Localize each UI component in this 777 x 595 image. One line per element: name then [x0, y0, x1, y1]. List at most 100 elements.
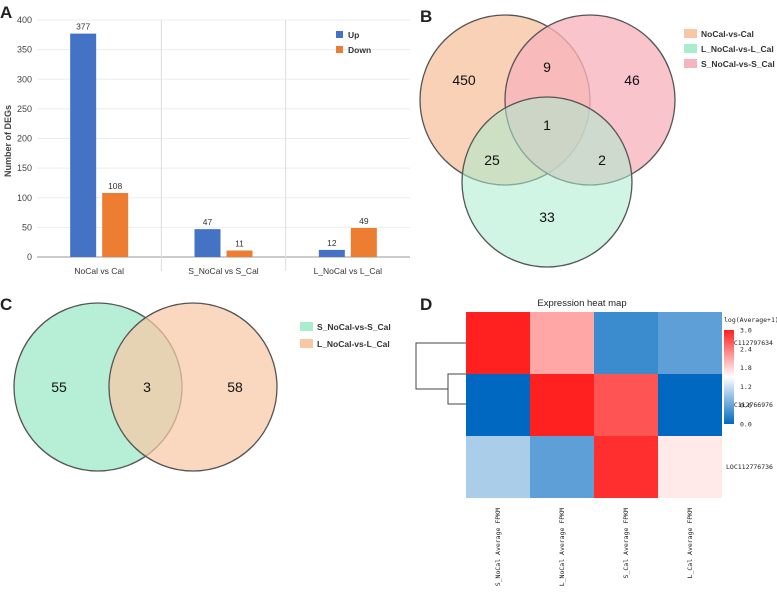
y-tick-label: 400: [17, 15, 32, 25]
column-label: S_Cal Average FPKM: [622, 508, 630, 579]
legend-swatch-up: [336, 31, 343, 38]
dendrogram-branch-outer: [415, 342, 466, 390]
colorbar-tick-label: 1.2: [740, 383, 752, 391]
colorbar-ticks: 3.0 2.4 1.8 1.2 0.6 0.0: [740, 327, 752, 429]
panel-label-c: C: [0, 295, 12, 314]
colorbar-tick-label: 1.8: [740, 364, 752, 372]
legend-label-s: S_NoCal-vs-S_Cal: [701, 59, 775, 69]
colorbar-tick-label: 2.4: [740, 345, 752, 353]
heatmap-cell: [466, 436, 530, 498]
row-label: LOC112776736: [726, 463, 773, 471]
region-count-s-only: 55: [51, 379, 67, 395]
data-label: 108: [108, 181, 122, 191]
heatmap-cell: [594, 436, 658, 498]
heatmap-cell: [658, 374, 722, 436]
panel-label-d: D: [420, 295, 432, 314]
legend-label-l: L_NoCal-vs-L_Cal: [317, 339, 390, 349]
data-label: 47: [203, 217, 213, 227]
y-axis-title: Number of DEGs: [3, 105, 13, 177]
column-label: L_Cal Average FPKM: [686, 508, 694, 579]
data-label: 12: [327, 238, 337, 248]
x-tick-label: S_NoCal vs S_Cal: [188, 266, 259, 276]
legend-label-s: S_NoCal-vs-S_Cal: [317, 322, 391, 332]
venn-legend: S_NoCal-vs-S_Cal L_NoCal-vs-L_Cal: [300, 322, 391, 349]
bar-down: [350, 227, 377, 257]
y-tick-label: 50: [22, 222, 32, 232]
bar-down: [102, 193, 129, 257]
region-count-l-only: 33: [539, 209, 555, 225]
heatmap-cell: [466, 312, 530, 374]
legend-swatch-nocal: [684, 29, 697, 38]
legend-label-nocal: NoCal-vs-Cal: [701, 29, 754, 39]
colorbar: [724, 330, 734, 424]
colorbar-title: log(Average+1): [724, 316, 777, 324]
column-label: S_NoCal Average FPKM: [494, 508, 502, 586]
legend: Up Down: [336, 30, 371, 55]
y-tick-label: 200: [17, 134, 32, 144]
data-label: 11: [235, 238, 244, 248]
y-tick-label: 150: [17, 163, 32, 173]
legend-label-up: Up: [348, 30, 359, 40]
region-count-nocal-only: 450: [452, 72, 476, 88]
heatmap-cell: [658, 436, 722, 498]
y-tick-label: 0: [27, 252, 32, 262]
colorbar-tick-label: 0.6: [740, 402, 752, 410]
legend-label-l: L_NoCal-vs-L_Cal: [701, 44, 774, 54]
bar-up: [318, 249, 345, 257]
bar-up: [194, 229, 221, 257]
y-tick-label: 300: [17, 74, 32, 84]
heatmap-cell: [530, 312, 594, 374]
row-label: LOC112797634: [726, 339, 773, 347]
colorbar-tick-label: 3.0: [740, 327, 752, 335]
column-label: L_NoCal Average FPKM: [558, 508, 566, 586]
colorbar-tick-label: 0.0: [740, 421, 752, 429]
x-tick-label: L_NoCal vs L_Cal: [314, 266, 383, 276]
legend-swatch-s: [300, 322, 313, 331]
legend-label-down: Down: [348, 45, 371, 55]
heatmap: Expression heat map LOC112797634LOC11276…: [415, 298, 777, 586]
region-count-nocal-s: 9: [543, 59, 551, 75]
heatmap-cell: [466, 374, 530, 436]
row-dendrogram: [415, 342, 466, 405]
heatmap-cell: [530, 436, 594, 498]
region-count-s-only: 46: [624, 72, 640, 88]
region-count-l-only: 58: [227, 379, 243, 395]
heatmap-cells: [466, 312, 722, 498]
bar-up: [70, 33, 97, 257]
legend-swatch-down: [336, 46, 343, 53]
region-count-nocal-l: 25: [484, 152, 500, 168]
column-labels: S_NoCal Average FPKM L_NoCal Average FPKM…: [494, 508, 694, 586]
venn-diagram-two-sets: 55 3 58 S_NoCal-vs-S_Cal L_NoCal-vs-L_Ca…: [13, 302, 391, 472]
x-tick-label: NoCal vs Cal: [74, 266, 124, 276]
panel-label-a: A: [0, 3, 12, 22]
venn-circle-l: [108, 302, 278, 472]
legend-swatch-l: [684, 44, 697, 53]
legend-swatch-l: [300, 339, 313, 348]
y-tick-label: 100: [17, 193, 32, 203]
venn-circle-l: [461, 96, 633, 268]
heatmap-cell: [530, 374, 594, 436]
region-count-l-s: 2: [598, 152, 606, 168]
row-label: LOC112766976: [726, 401, 773, 409]
bars: 377 108 47 11 12 49: [70, 22, 377, 257]
venn-legend: NoCal-vs-Cal L_NoCal-vs-L_Cal S_NoCal-vs…: [684, 29, 775, 69]
data-label: 377: [76, 22, 90, 32]
heatmap-cell: [594, 312, 658, 374]
panel-label-b: B: [420, 7, 432, 26]
heatmap-cell: [594, 374, 658, 436]
data-label: 49: [359, 216, 369, 226]
region-count-both: 3: [143, 379, 151, 395]
heatmap-cell: [658, 312, 722, 374]
legend-swatch-s: [684, 59, 697, 68]
bar-chart: Number of DEGs 0 50 100 150 200 250 300 350 400N…: [3, 15, 410, 276]
region-count-all: 1: [543, 117, 551, 133]
bar-down: [226, 250, 253, 257]
dendrogram-branch-inner: [447, 373, 466, 405]
y-tick-label: 250: [17, 104, 32, 114]
y-tick-label: 350: [17, 45, 32, 55]
heatmap-title: Expression heat map: [537, 298, 626, 309]
venn-diagram-three-sets: 450 9 46 1 25 2 33 NoCal-vs-Cal L_NoCal-…: [419, 14, 775, 268]
